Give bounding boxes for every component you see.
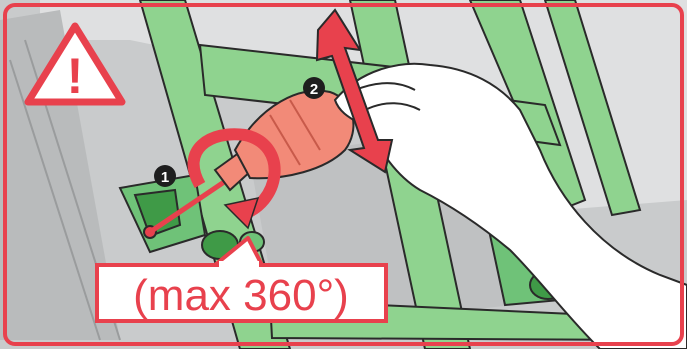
step-marker-1-label: 1 (161, 169, 169, 186)
step-marker-2: 2 (303, 77, 325, 99)
up-down-arrow-icon (315, 8, 394, 174)
warning-triangle-icon: ! (24, 22, 126, 106)
rotate-arrow-icon (187, 128, 281, 230)
screwdriver (148, 89, 355, 235)
step-marker-2-label: 2 (310, 81, 318, 98)
step-marker-1: 1 (154, 165, 176, 187)
caption-box: (max 360°) (95, 236, 388, 323)
warning-symbol: ! (67, 48, 84, 104)
red-border-frame (3, 3, 684, 346)
caption-text: (max 360°) (133, 271, 349, 320)
